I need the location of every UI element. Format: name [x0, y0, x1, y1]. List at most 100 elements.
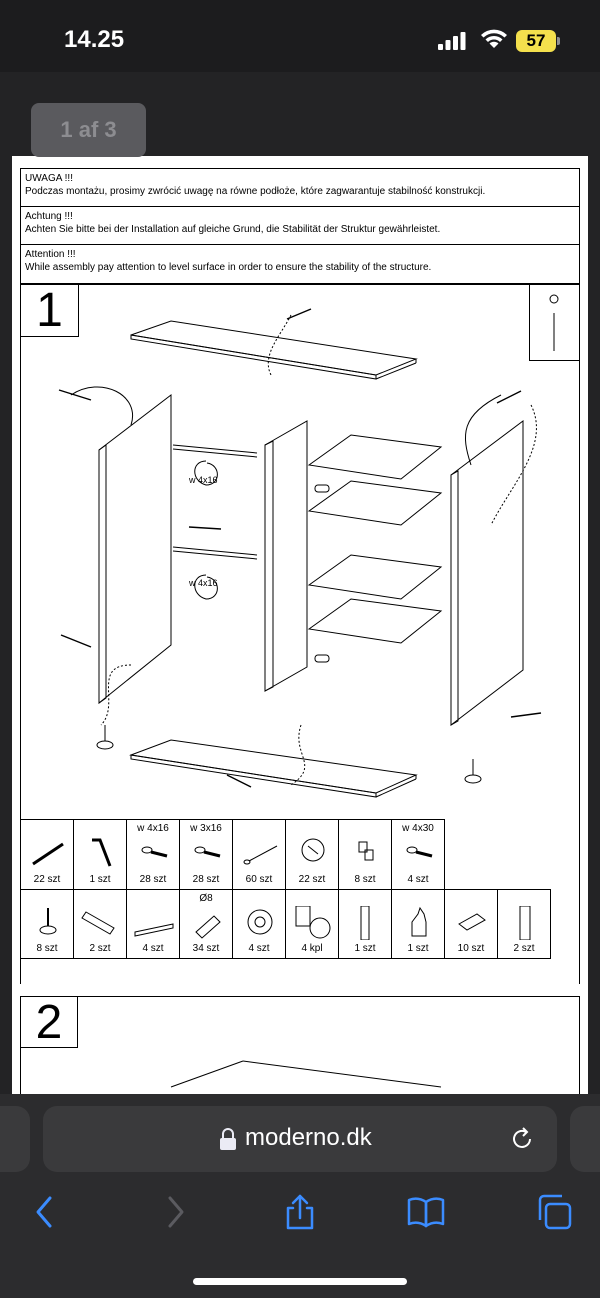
step-number-2: 2	[20, 996, 78, 1049]
part-qty: 22 szt	[298, 874, 326, 885]
part-cell: 1 szt	[392, 890, 445, 958]
bracket-icon	[519, 906, 531, 940]
part-qty: 1 szt	[407, 943, 429, 954]
part-spec: w 4x16	[137, 823, 169, 834]
dowel-screw-icon	[32, 842, 64, 866]
home-indicator	[193, 1278, 407, 1285]
exploded-view-drawing	[58, 294, 559, 798]
part-qty: 28 szt	[139, 874, 167, 885]
battery-level: 57	[516, 30, 556, 52]
part-qty: 2 szt	[89, 943, 111, 954]
previous-tab-preview[interactable]	[0, 1106, 30, 1172]
part-cell: 60 szt	[233, 820, 286, 889]
rod-holder-icon	[247, 909, 273, 935]
screw-icon	[406, 846, 433, 858]
assembly-diagram-step-2	[20, 996, 580, 1094]
part-qty: 34 szt	[192, 943, 220, 954]
note-text: While assembly pay attention to level su…	[25, 262, 432, 273]
part-qty: 10 szt	[457, 943, 485, 954]
part-qty: 1 szt	[89, 874, 111, 885]
screw-detail-box	[529, 285, 579, 361]
part-qty: 28 szt	[192, 874, 220, 885]
note-text: Achten Sie bitte bei der Installation au…	[25, 224, 441, 235]
part-cell: 8 szt	[21, 890, 74, 958]
hanging-rod-icon	[81, 911, 115, 935]
part-cell: 1 szt	[339, 890, 392, 958]
address-bar[interactable]: moderno.dk	[43, 1106, 557, 1172]
forward-icon[interactable]	[156, 1192, 196, 1232]
screw-icon	[141, 846, 168, 858]
note-title: Attention !!!	[25, 249, 76, 260]
part-qty: 22 szt	[33, 874, 61, 885]
nail-icon	[243, 845, 278, 865]
part-cell: 2 szt	[498, 890, 551, 958]
part-spec: w 4x30	[402, 823, 434, 834]
pdf-page-1: UWAGA !!! Podczas montażu, prosimy zwróc…	[12, 156, 588, 1044]
assembly-diagram-step-1: 1 w 4x16 w 4x16 22 szt 1 szt w 4x16	[20, 284, 580, 1030]
lock-icon	[220, 1128, 236, 1150]
part-qty: 8 szt	[354, 874, 376, 885]
part-qty: 8 szt	[36, 943, 58, 954]
part-cell: w 4x16 28 szt	[127, 820, 180, 889]
next-tab-preview[interactable]	[570, 1106, 600, 1172]
note-english: Attention !!! While assembly pay attenti…	[21, 245, 579, 283]
parts-list-row-1: 22 szt 1 szt w 4x16 28 szt w 3x16 28 szt	[21, 819, 445, 889]
note-german: Achtung !!! Achten Sie bitte bei der Ins…	[21, 207, 579, 245]
part-cell: 22 szt	[21, 820, 74, 889]
part-cell: 1 szt	[74, 820, 127, 889]
battery-cap	[557, 37, 560, 45]
page-indicator: 1 af 3	[31, 103, 146, 157]
callout-w4x16-lower: w 4x16	[189, 578, 218, 588]
share-icon[interactable]	[280, 1192, 320, 1232]
wooden-dowel-icon	[195, 915, 221, 939]
part-qty: 4 szt	[248, 943, 270, 954]
note-polish: UWAGA !!! Podczas montażu, prosimy zwróc…	[21, 169, 579, 207]
cellular-signal-icon	[438, 32, 466, 50]
part-cell: w 4x30 4 szt	[392, 820, 445, 889]
note-title: Achtung !!!	[25, 211, 73, 222]
strip-icon	[360, 906, 370, 940]
note-text: Podczas montażu, prosimy zwrócić uwagę n…	[25, 186, 486, 197]
part-spec: Ø8	[199, 893, 213, 904]
part-cell: 4 szt	[233, 890, 286, 958]
part-qty: 2 szt	[513, 943, 535, 954]
part-qty: 1 szt	[354, 943, 376, 954]
reload-icon[interactable]	[509, 1126, 535, 1152]
part-cell: 4 szt	[127, 890, 180, 958]
tabs-icon[interactable]	[534, 1192, 574, 1232]
step-number: 1	[21, 285, 79, 337]
status-bar: 14.25 57	[0, 0, 600, 72]
part-cell: 22 szt	[286, 820, 339, 889]
glue-bottle-icon	[411, 906, 427, 937]
back-icon[interactable]	[24, 1192, 64, 1232]
part-cell: 10 szt	[445, 890, 498, 958]
parts-list-row-2: 8 szt 2 szt 4 szt Ø8 34 szt	[21, 889, 551, 959]
hinge-icon	[295, 906, 331, 939]
part-spec: w 3x16	[190, 823, 222, 834]
note-title: UWAGA !!!	[25, 173, 73, 184]
document-viewer[interactable]: UWAGA !!! Podczas montażu, prosimy zwróc…	[0, 72, 600, 1094]
part-cell: w 3x16 28 szt	[180, 820, 233, 889]
connector-icon	[358, 841, 374, 861]
battery-indicator: 57	[516, 30, 560, 52]
status-time: 14.25	[64, 26, 125, 53]
adjustable-foot-icon	[39, 908, 57, 935]
cam-lock-icon	[301, 838, 325, 862]
part-qty: 4 szt	[407, 874, 429, 885]
url-text: moderno.dk	[245, 1124, 372, 1151]
part-cell: 8 szt	[339, 820, 392, 889]
part-cell: 2 szt	[74, 890, 127, 958]
pad-icon	[458, 913, 486, 931]
browser-toolbar: moderno.dk	[0, 1094, 600, 1298]
part-qty: 4 szt	[142, 943, 164, 954]
callout-w4x16-upper: w 4x16	[189, 475, 218, 485]
screw-icon	[194, 846, 221, 858]
bookmarks-icon[interactable]	[406, 1192, 446, 1232]
drawer-runner-icon	[134, 923, 174, 937]
part-cell: Ø8 34 szt	[180, 890, 233, 958]
part-qty: 60 szt	[245, 874, 273, 885]
part-qty: 4 kpl	[301, 943, 323, 954]
warning-notes: UWAGA !!! Podczas montażu, prosimy zwróc…	[20, 168, 580, 284]
wifi-icon	[481, 29, 507, 48]
step-2-drawing	[170, 1060, 442, 1088]
